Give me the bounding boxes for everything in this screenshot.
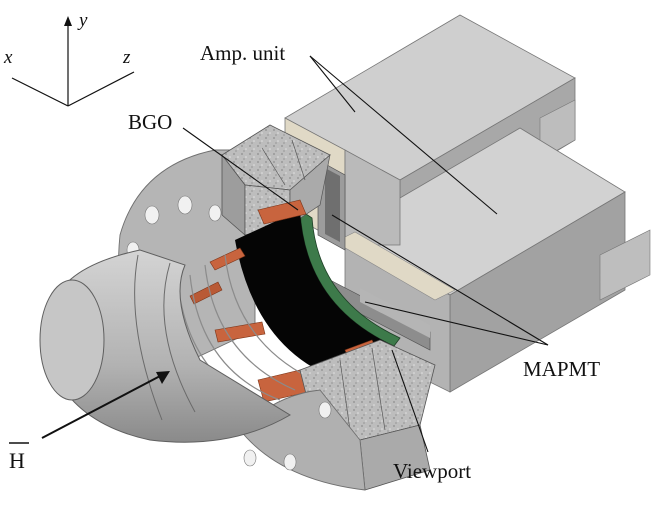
viewport-window: [299, 209, 401, 347]
beam-pipe: [39, 249, 291, 443]
axis-label-z: z: [122, 47, 131, 68]
label-bgo: BGO: [128, 110, 172, 134]
label-mapmt: MAPMT: [523, 357, 600, 381]
axes-indicator: [11, 16, 135, 107]
axis-label-x: x: [3, 47, 13, 68]
amp-unit-lower-box: [344, 127, 651, 393]
label-amp-unit: Amp. unit: [200, 41, 285, 65]
leader-lines: [182, 55, 549, 453]
label-viewport: Viewport: [393, 459, 471, 483]
inner-chamber: [235, 210, 394, 380]
label-hbar: H: [9, 442, 29, 473]
axis-label-y: y: [77, 10, 88, 31]
svg-text:H: H: [9, 448, 25, 473]
hbar-arrow: [41, 371, 170, 439]
